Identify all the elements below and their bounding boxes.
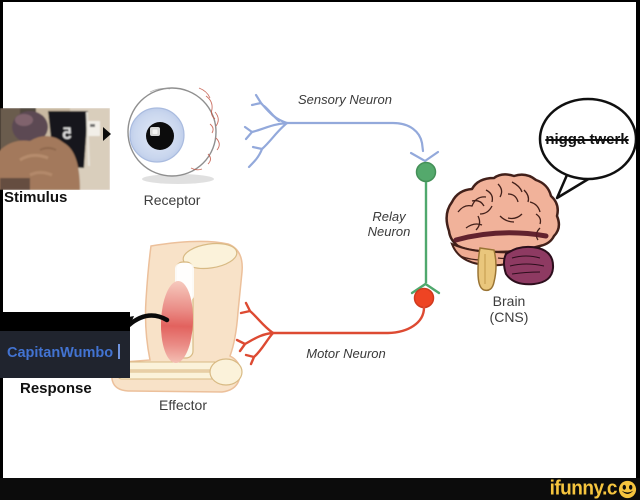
relay-cell-body bbox=[415, 161, 437, 183]
effector-label: Effector bbox=[159, 397, 207, 413]
brain-illustration bbox=[445, 173, 561, 292]
ifunny-logo: ifunny.c bbox=[549, 477, 637, 500]
username-text: CapitanWumbo bbox=[7, 345, 114, 361]
eye-veins bbox=[190, 87, 220, 171]
person-back bbox=[0, 136, 80, 190]
pupil bbox=[146, 122, 174, 150]
sensory-neuron-label: Sensory Neuron bbox=[298, 92, 392, 107]
frame-border-right bbox=[636, 0, 640, 478]
bicep-muscle bbox=[160, 281, 194, 363]
effector-arm-illustration bbox=[111, 240, 243, 393]
response-label: Response bbox=[20, 380, 92, 397]
sensory-neuron-line bbox=[243, 93, 440, 169]
ifunny-watermark-bar: ifunny.c bbox=[0, 477, 640, 500]
cerebellum bbox=[503, 245, 555, 286]
relay-neuron-line bbox=[410, 161, 441, 295]
brain-label: Brain (CNS) bbox=[489, 293, 529, 325]
text-cursor-icon bbox=[118, 344, 121, 359]
relay-neuron-label: Relay Neuron bbox=[367, 209, 411, 239]
jersey-number: 5 bbox=[62, 124, 71, 143]
receptor-label: Receptor bbox=[143, 192, 201, 208]
reflex-arc-diagram: 5 bbox=[0, 87, 638, 393]
ifunny-logo-text: ifunny.c bbox=[549, 477, 618, 500]
speech-bubble-text: nigga twerk bbox=[545, 131, 629, 148]
play-icon[interactable] bbox=[103, 127, 111, 141]
brainstem bbox=[477, 247, 497, 292]
motor-neuron-line bbox=[235, 287, 435, 366]
username-tag-overlay[interactable]: CapitanWumbo bbox=[0, 312, 130, 378]
frame-border-top bbox=[0, 0, 640, 2]
stimulus-photo: 5 bbox=[0, 108, 110, 190]
contraction-arrow-icon bbox=[126, 313, 170, 328]
speech-bubble bbox=[538, 97, 638, 200]
motor-cell-body bbox=[413, 287, 435, 309]
overlay-top-strip bbox=[0, 312, 130, 331]
stimulus-label: Stimulus bbox=[4, 189, 68, 206]
motor-neuron-label: Motor Neuron bbox=[306, 346, 386, 361]
eye-receptor-illustration bbox=[127, 87, 220, 184]
frame-border-left bbox=[0, 0, 3, 478]
smiley-icon bbox=[618, 480, 637, 498]
